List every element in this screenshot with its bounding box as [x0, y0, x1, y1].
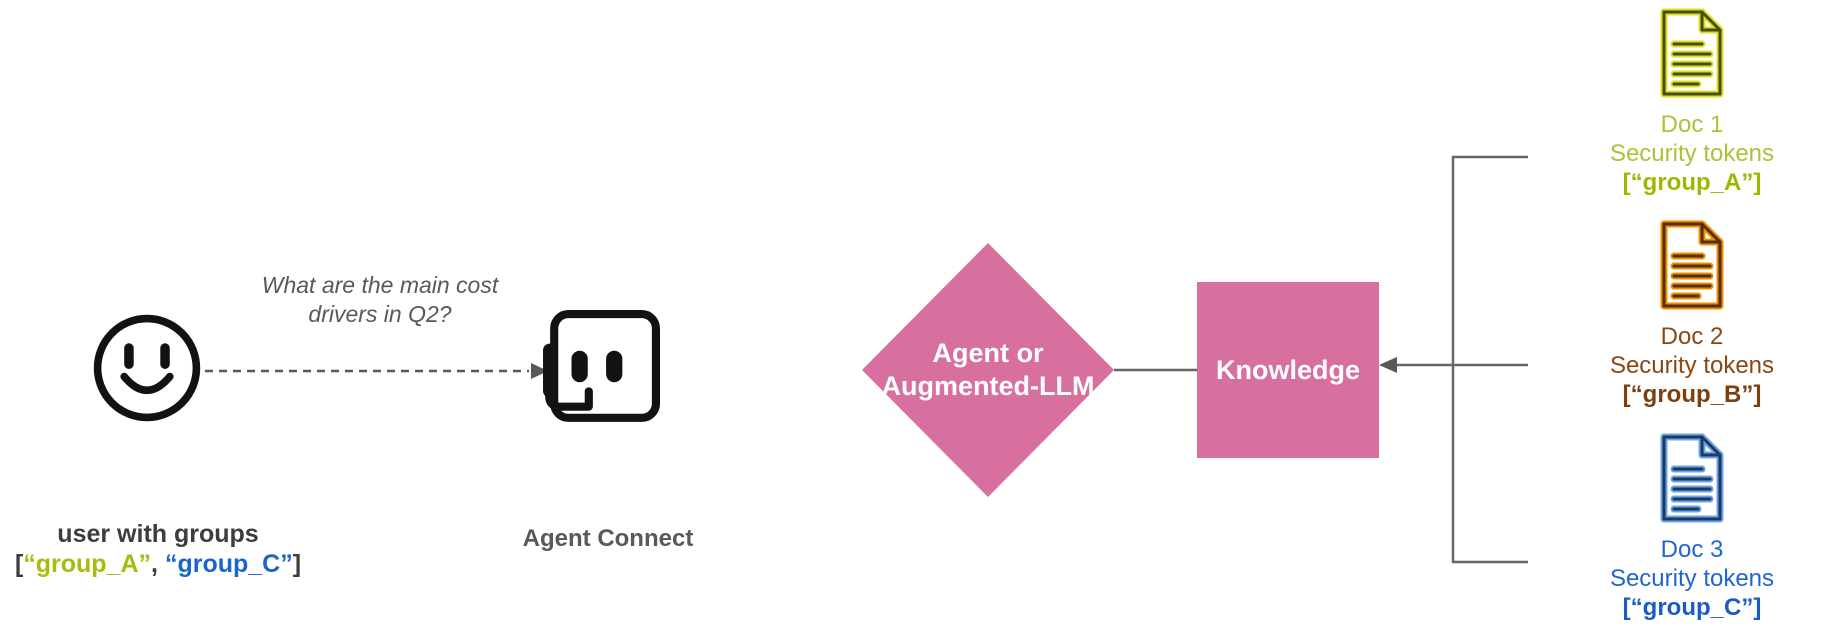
docs-to-knowledge-arrowhead-icon [1379, 357, 1397, 373]
doc-subtitle: Security tokens [1609, 352, 1775, 379]
knowledge-label: Knowledge [1215, 354, 1360, 385]
agent-connect-robot-icon [535, 308, 667, 431]
doc-name: Doc 1 [1660, 111, 1724, 138]
user-groups: [“group_A”, “group_C”] [14, 550, 302, 578]
doc-name: Doc 2 [1660, 323, 1724, 350]
doc-tokens: [“group_C”] [1622, 594, 1762, 621]
agent-connect-label: Agent Connect [522, 525, 694, 552]
doc-subtitle: Security tokens [1609, 565, 1775, 592]
user-group-a: “group_A” [23, 550, 152, 578]
user-group-c: “group_C” [164, 550, 293, 578]
knowledge-box: Knowledge [1197, 282, 1379, 458]
doc-3-block: Doc 3 Security tokens [“group_C”] [1552, 433, 1832, 622]
doc-2-block: Doc 2 Security tokens [“group_B”] [1552, 220, 1832, 409]
user-to-agent-arrowhead-icon [531, 363, 548, 379]
doc-1-block: Doc 1 Security tokens [“group_A”] [1552, 8, 1832, 197]
document-icon [1660, 433, 1724, 523]
document-icon [1660, 220, 1724, 310]
doc-tokens: [“group_B”] [1622, 381, 1762, 408]
document-icon [1660, 8, 1724, 98]
user-smiley-icon [90, 311, 204, 430]
user-label: user with groups [57, 520, 259, 548]
doc-tokens: [“group_A”] [1622, 169, 1762, 196]
agent-diamond-label: Agent or Augmented-LLM [881, 338, 1095, 401]
user-question-text: What are the main cost drivers in Q2? [261, 272, 499, 327]
docs-bracket [1451, 155, 1528, 564]
user-label-block: user with groups [“group_A”, “group_C”] [0, 519, 316, 579]
doc-name: Doc 3 [1660, 536, 1724, 563]
doc-subtitle: Security tokens [1609, 140, 1775, 167]
